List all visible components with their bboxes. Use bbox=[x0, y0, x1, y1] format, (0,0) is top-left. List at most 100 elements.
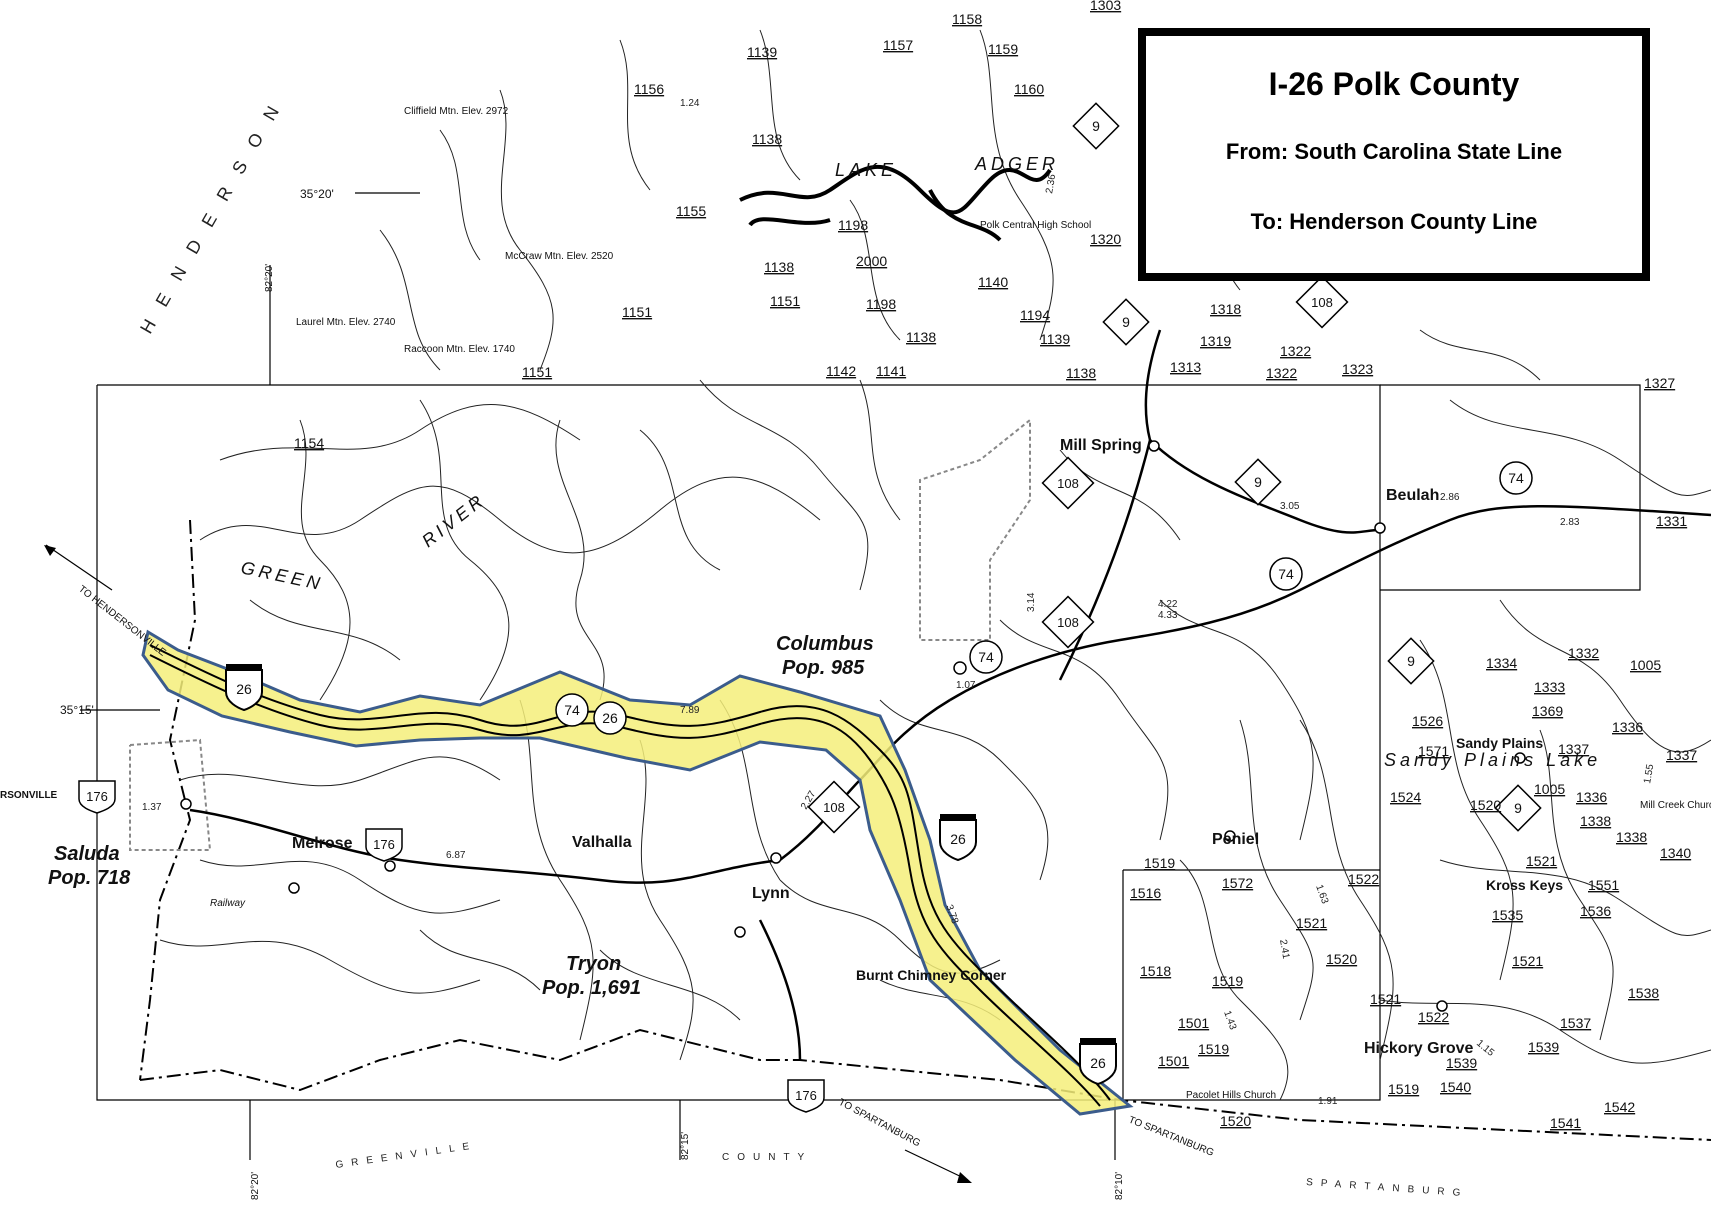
title: I-26 Polk County bbox=[1268, 66, 1520, 102]
sr-1521a: 1521 bbox=[1526, 853, 1557, 869]
raccoon-mtn: Raccoon Mtn. Elev. 1740 bbox=[404, 344, 515, 355]
sr-1155: 1155 bbox=[676, 203, 706, 219]
us-74-shield-west: 74 bbox=[555, 693, 589, 727]
us-176-shield-melrose: 176 bbox=[365, 828, 403, 862]
sr-1331: 1331 bbox=[1656, 513, 1687, 529]
to-spartanburg-176-label: TO SPARTANBURG bbox=[837, 1097, 923, 1150]
to-label: To: Henderson County Line bbox=[1250, 209, 1538, 234]
sr-1522a: 1522 bbox=[1418, 1009, 1449, 1025]
mileage-6-87: 6.87 bbox=[446, 850, 466, 861]
town-dots bbox=[180, 440, 1526, 1012]
to-hendersonville-arrow bbox=[45, 544, 113, 591]
sr-1139b: 1139 bbox=[1040, 331, 1070, 347]
sr-1338a: 1338 bbox=[1580, 813, 1611, 829]
mileage-2-36: 2.36 bbox=[1044, 173, 1058, 195]
sr-1156: 1156 bbox=[634, 81, 664, 97]
town-melrose: Melrose bbox=[292, 835, 353, 852]
i26-shields: 26 26 26 26 bbox=[225, 664, 1117, 1086]
town-sandy-plains: Sandy Plains bbox=[1456, 735, 1543, 751]
town-tryon-pop: Pop. 1,691 bbox=[542, 977, 641, 999]
mccraw-mtn: McCraw Mtn. Elev. 2520 bbox=[505, 251, 614, 262]
lon-82-10: 82°10' bbox=[1114, 1172, 1125, 1200]
mileage-1-43: 1.43 bbox=[1221, 1009, 1238, 1031]
mileage-4-33: 4.33 bbox=[1158, 610, 1178, 621]
sr-1198b: 1198 bbox=[866, 296, 896, 312]
town-hickory-grove: Hickory Grove bbox=[1364, 1040, 1473, 1057]
sr-1340: 1340 bbox=[1660, 845, 1691, 861]
svg-text:108: 108 bbox=[1311, 295, 1333, 310]
us-176-shield-west: 176 bbox=[78, 780, 116, 814]
sr-1572: 1572 bbox=[1222, 875, 1253, 891]
sr-1338b: 1338 bbox=[1616, 829, 1647, 845]
town-peniel: Peniel bbox=[1212, 831, 1259, 848]
svg-text:108: 108 bbox=[1057, 615, 1079, 630]
sr-1194: 1194 bbox=[1020, 307, 1050, 323]
sr-1318: 1318 bbox=[1210, 301, 1241, 317]
sr-1323: 1323 bbox=[1342, 361, 1373, 377]
spartanburg-county-label: SPARTANBURG bbox=[1306, 1177, 1469, 1199]
svg-text:108: 108 bbox=[823, 800, 845, 815]
sr-1303: 1303 bbox=[1090, 0, 1121, 13]
town-mill-creek: Mill Creek Church bbox=[1640, 800, 1711, 811]
sandy-plains-lake-label: Sandy Plains Lake bbox=[1384, 750, 1601, 770]
cliffield-mtn: Cliffield Mtn. Elev. 2972 bbox=[404, 106, 509, 117]
sr-1521d: 1521 bbox=[1370, 991, 1401, 1007]
sr-1151a: 1151 bbox=[770, 293, 800, 309]
svg-text:108: 108 bbox=[1057, 476, 1079, 491]
town-beulah: Beulah bbox=[1386, 487, 1439, 504]
coordinate-labels: 35°20' 35°15' 82°20' 82°20' 82°15' 82°10… bbox=[60, 187, 1125, 1200]
sr-1005a: 1005 bbox=[1630, 657, 1661, 673]
mileage-1-07: 1.07 bbox=[956, 680, 976, 691]
town-mill-spring: Mill Spring bbox=[1060, 437, 1142, 454]
mileage-3-14: 3.14 bbox=[1026, 592, 1037, 612]
mileage-1-15: 1.15 bbox=[1474, 1038, 1496, 1059]
nc-9-shield-1: 9 bbox=[1072, 102, 1120, 150]
sr-1535: 1535 bbox=[1492, 907, 1523, 923]
mileage-2-41: 2.41 bbox=[1277, 939, 1291, 961]
svg-text:74: 74 bbox=[1508, 470, 1524, 486]
arrowhead-southeast bbox=[957, 1172, 972, 1183]
sr-1521b: 1521 bbox=[1512, 953, 1543, 969]
town-kross-keys: Kross Keys bbox=[1486, 877, 1563, 893]
sr-1337b: 1337 bbox=[1666, 747, 1697, 763]
sr-1540: 1540 bbox=[1440, 1079, 1471, 1095]
sr-1536: 1536 bbox=[1580, 903, 1611, 919]
nc-9-shield-2: 9 bbox=[1102, 298, 1150, 346]
railway-label: Railway bbox=[210, 898, 246, 909]
sr-1151b: 1151 bbox=[622, 304, 652, 320]
sr-1005b: 1005 bbox=[1534, 781, 1565, 797]
sr-1336b: 1336 bbox=[1576, 789, 1607, 805]
sr-1139: 1139 bbox=[747, 44, 777, 60]
sr-1313: 1313 bbox=[1170, 359, 1201, 375]
mountain-labels: Cliffield Mtn. Elev. 2972 McCraw Mtn. El… bbox=[296, 106, 614, 355]
svg-text:9: 9 bbox=[1122, 314, 1130, 330]
mileage-2-86: 2.86 bbox=[1440, 492, 1460, 503]
interstate-26-shield-columbus: 26 bbox=[593, 701, 627, 735]
sr-1160: 1160 bbox=[1014, 81, 1044, 97]
nc-108-shield-4: 108 bbox=[807, 780, 861, 834]
sr-1501b: 1501 bbox=[1158, 1053, 1189, 1069]
sr-1519b: 1519 bbox=[1212, 973, 1243, 989]
sr-1332: 1332 bbox=[1568, 645, 1599, 661]
nc-9-shield-4: 9 bbox=[1387, 637, 1435, 685]
town-valhalla: Valhalla bbox=[572, 834, 632, 851]
nc-108-shield-1: 108 bbox=[1295, 275, 1349, 329]
svg-text:26: 26 bbox=[1090, 1055, 1106, 1071]
sr-1154: 1154 bbox=[294, 435, 324, 451]
sr-1138b: 1138 bbox=[764, 259, 794, 275]
nc-9-shield-5: 9 bbox=[1494, 784, 1542, 832]
nc108-shields: 108 108 108 108 bbox=[807, 275, 1349, 834]
to-spartanburg-label: TO SPARTANBURG bbox=[1127, 1115, 1216, 1159]
i26-corridor-highlight bbox=[141, 629, 1134, 1116]
interstate-26-shield-west: 26 bbox=[225, 664, 263, 712]
interstate-26-shield-south: 26 bbox=[939, 814, 977, 862]
sr-1157: 1157 bbox=[883, 37, 913, 53]
town-burnt-chimney: Burnt Chimney Corner bbox=[856, 967, 1007, 983]
lon-82-20-bottom: 82°20' bbox=[250, 1172, 261, 1200]
sr-1520c: 1520 bbox=[1220, 1113, 1251, 1129]
sheet-boundaries bbox=[80, 192, 1641, 1160]
nc-9-shield-3: 9 bbox=[1234, 458, 1282, 506]
sr-1520a: 1520 bbox=[1470, 797, 1501, 813]
i26-road bbox=[149, 644, 1111, 1107]
